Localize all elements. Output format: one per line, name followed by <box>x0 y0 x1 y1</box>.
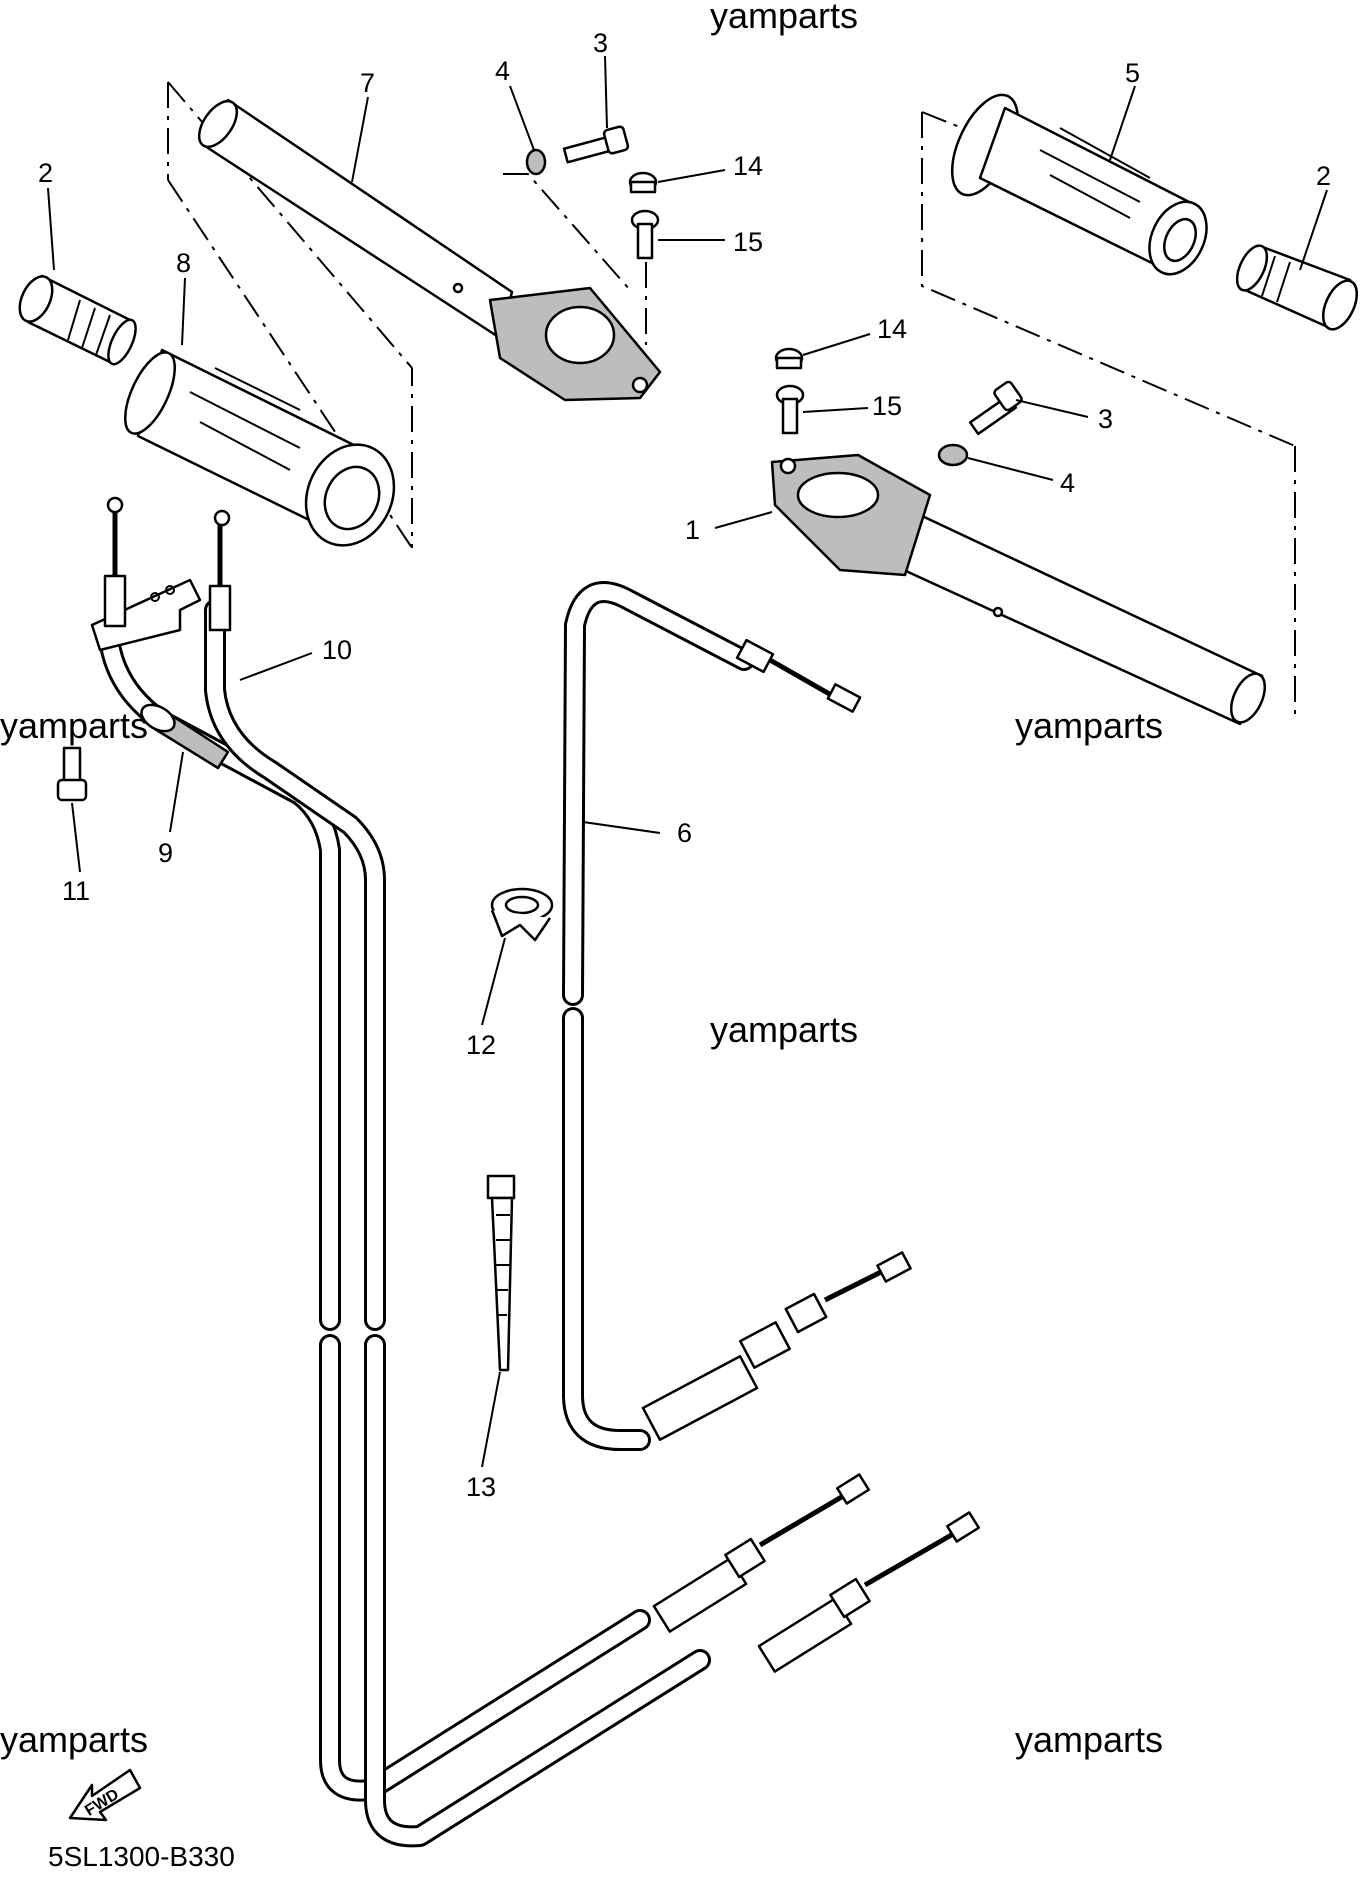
washer-4-right <box>937 443 969 467</box>
callout-5: 5 <box>1125 58 1140 88</box>
watermark-left-upper: yamparts <box>0 705 148 746</box>
nut-14-right <box>774 347 804 370</box>
callout-12: 12 <box>466 1030 496 1060</box>
leader-lines <box>47 55 1328 1468</box>
left-bar-end <box>18 274 137 366</box>
assembly-line-left-lower <box>167 179 413 549</box>
callout-1: 1 <box>685 515 700 545</box>
callout-6: 6 <box>677 818 692 848</box>
nut-14-left <box>628 171 658 194</box>
assembly-line-right-upper <box>921 112 1296 447</box>
callout-10: 10 <box>322 635 352 665</box>
watermark-right-upper: yamparts <box>1015 705 1163 746</box>
watermark-right-lower: yamparts <box>1015 1719 1163 1760</box>
callout-8: 8 <box>176 248 191 278</box>
callout-3-right: 3 <box>1098 404 1113 434</box>
callout-15-right: 15 <box>872 391 902 421</box>
cable-clamp <box>490 887 554 942</box>
watermark-center: yamparts <box>710 1009 858 1050</box>
callout-2-right: 2 <box>1316 161 1331 191</box>
callout-15-top: 15 <box>733 227 763 257</box>
screw-15-right <box>775 384 805 435</box>
left-handlebar <box>197 98 662 402</box>
screw-11 <box>56 746 88 802</box>
callout-14-right: 14 <box>877 314 907 344</box>
callout-3-top: 3 <box>593 28 608 58</box>
callout-13: 13 <box>466 1472 496 1502</box>
fwd-arrow: FWD <box>68 1768 142 1822</box>
bolt-3-left <box>562 125 630 164</box>
clutch-cable <box>562 581 912 1451</box>
assembly-line-left <box>167 81 413 548</box>
assembly-line-right-top <box>921 111 963 129</box>
right-grip <box>950 93 1208 276</box>
left-grip <box>124 348 396 547</box>
callout-7: 7 <box>360 68 375 98</box>
callout-9: 9 <box>158 838 173 868</box>
callout-4-right: 4 <box>1060 468 1075 498</box>
washer-4-left <box>525 148 547 176</box>
callout-14-top: 14 <box>733 151 763 181</box>
screw-15-left <box>630 209 660 260</box>
bolt-3-right <box>968 380 1023 436</box>
callout-11: 11 <box>62 876 90 906</box>
callout-2-left: 2 <box>38 158 53 188</box>
assembly-line-bolt <box>503 173 631 291</box>
watermark-left-lower: yamparts <box>0 1719 148 1760</box>
diagram-code: 5SL1300-B330 <box>48 1841 235 1872</box>
callout-4-top: 4 <box>495 56 510 86</box>
cable-tie <box>486 1174 516 1372</box>
right-handlebar <box>770 453 1267 726</box>
right-bar-end <box>1235 244 1359 331</box>
watermark-top: yamparts <box>710 0 858 36</box>
throttle-cables <box>90 496 981 1848</box>
